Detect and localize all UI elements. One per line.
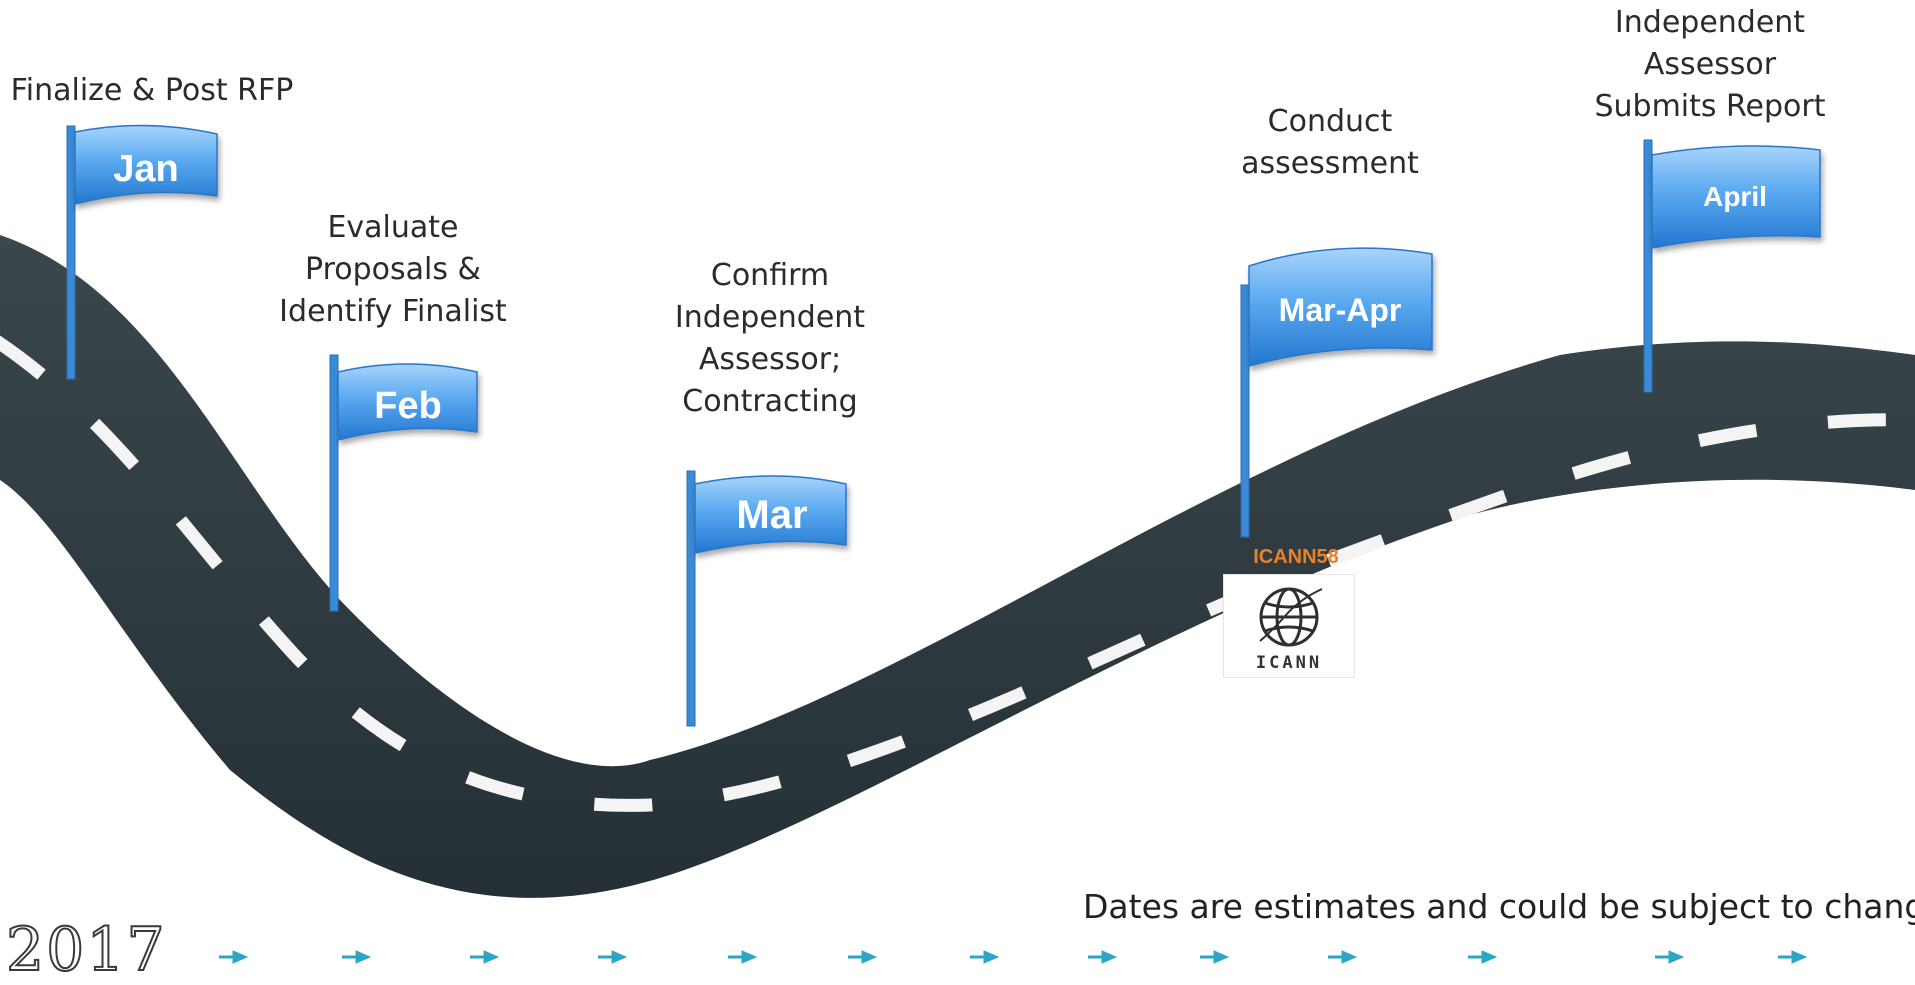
flag-banner xyxy=(74,124,218,205)
arrow-icon xyxy=(728,950,758,964)
flag-mar: Mar xyxy=(686,470,847,727)
arrow-icon xyxy=(1655,950,1685,964)
arrow-icon xyxy=(970,950,1000,964)
arrow-icon xyxy=(848,950,878,964)
timeline-arrows xyxy=(219,950,1808,964)
caption-april: Independent Assessor Submits Report xyxy=(1594,5,1826,124)
caption-jan: Finalize & Post RFP xyxy=(10,73,294,108)
flag-banner xyxy=(1248,247,1433,367)
arrow-icon xyxy=(1200,950,1230,964)
flag-pole xyxy=(1240,284,1250,538)
arrow-icon xyxy=(1088,950,1118,964)
caption-feb: Evaluate Proposals & Identify Finalist xyxy=(279,210,507,329)
caption-mar-apr: Conduct assessment xyxy=(1241,104,1419,181)
icann-logo: ICANN xyxy=(1223,574,1355,678)
flag-label: Mar-Apr xyxy=(1279,292,1402,328)
flag-jan: Jan xyxy=(66,124,218,380)
arrow-icon xyxy=(1468,950,1498,964)
caption-mar: Confirm Independent Assessor; Contractin… xyxy=(674,258,866,419)
arrow-icon xyxy=(470,950,500,964)
footnote: Dates are estimates and could be subject… xyxy=(1083,887,1915,926)
logo-text: ICANN xyxy=(1255,653,1323,673)
flag-pole xyxy=(329,354,339,612)
flag-banner xyxy=(1651,145,1821,249)
flag-banner xyxy=(694,475,847,554)
event-label: ICANN58 xyxy=(1253,546,1339,568)
flag-mar-apr: Mar-Apr xyxy=(1240,247,1433,538)
flag-pole xyxy=(686,470,696,727)
flag-label: Jan xyxy=(113,148,178,190)
flag-pole xyxy=(1643,139,1653,393)
arrow-icon xyxy=(342,950,372,964)
road xyxy=(0,235,1915,898)
year-label: 2017 xyxy=(5,915,167,985)
flag-pole xyxy=(66,125,76,380)
arrow-icon xyxy=(219,950,249,964)
flag-label: Feb xyxy=(374,385,442,427)
flag-april: April xyxy=(1643,139,1821,393)
arrow-icon xyxy=(598,950,628,964)
arrow-icon xyxy=(1778,950,1808,964)
lane-markings xyxy=(0,335,1915,812)
flag-label: April xyxy=(1703,181,1767,212)
flag-feb: Feb xyxy=(329,354,478,612)
flag-banner xyxy=(337,363,478,441)
flag-label: Mar xyxy=(736,493,807,537)
arrow-icon xyxy=(1328,950,1358,964)
globe-icon xyxy=(1259,587,1323,647)
